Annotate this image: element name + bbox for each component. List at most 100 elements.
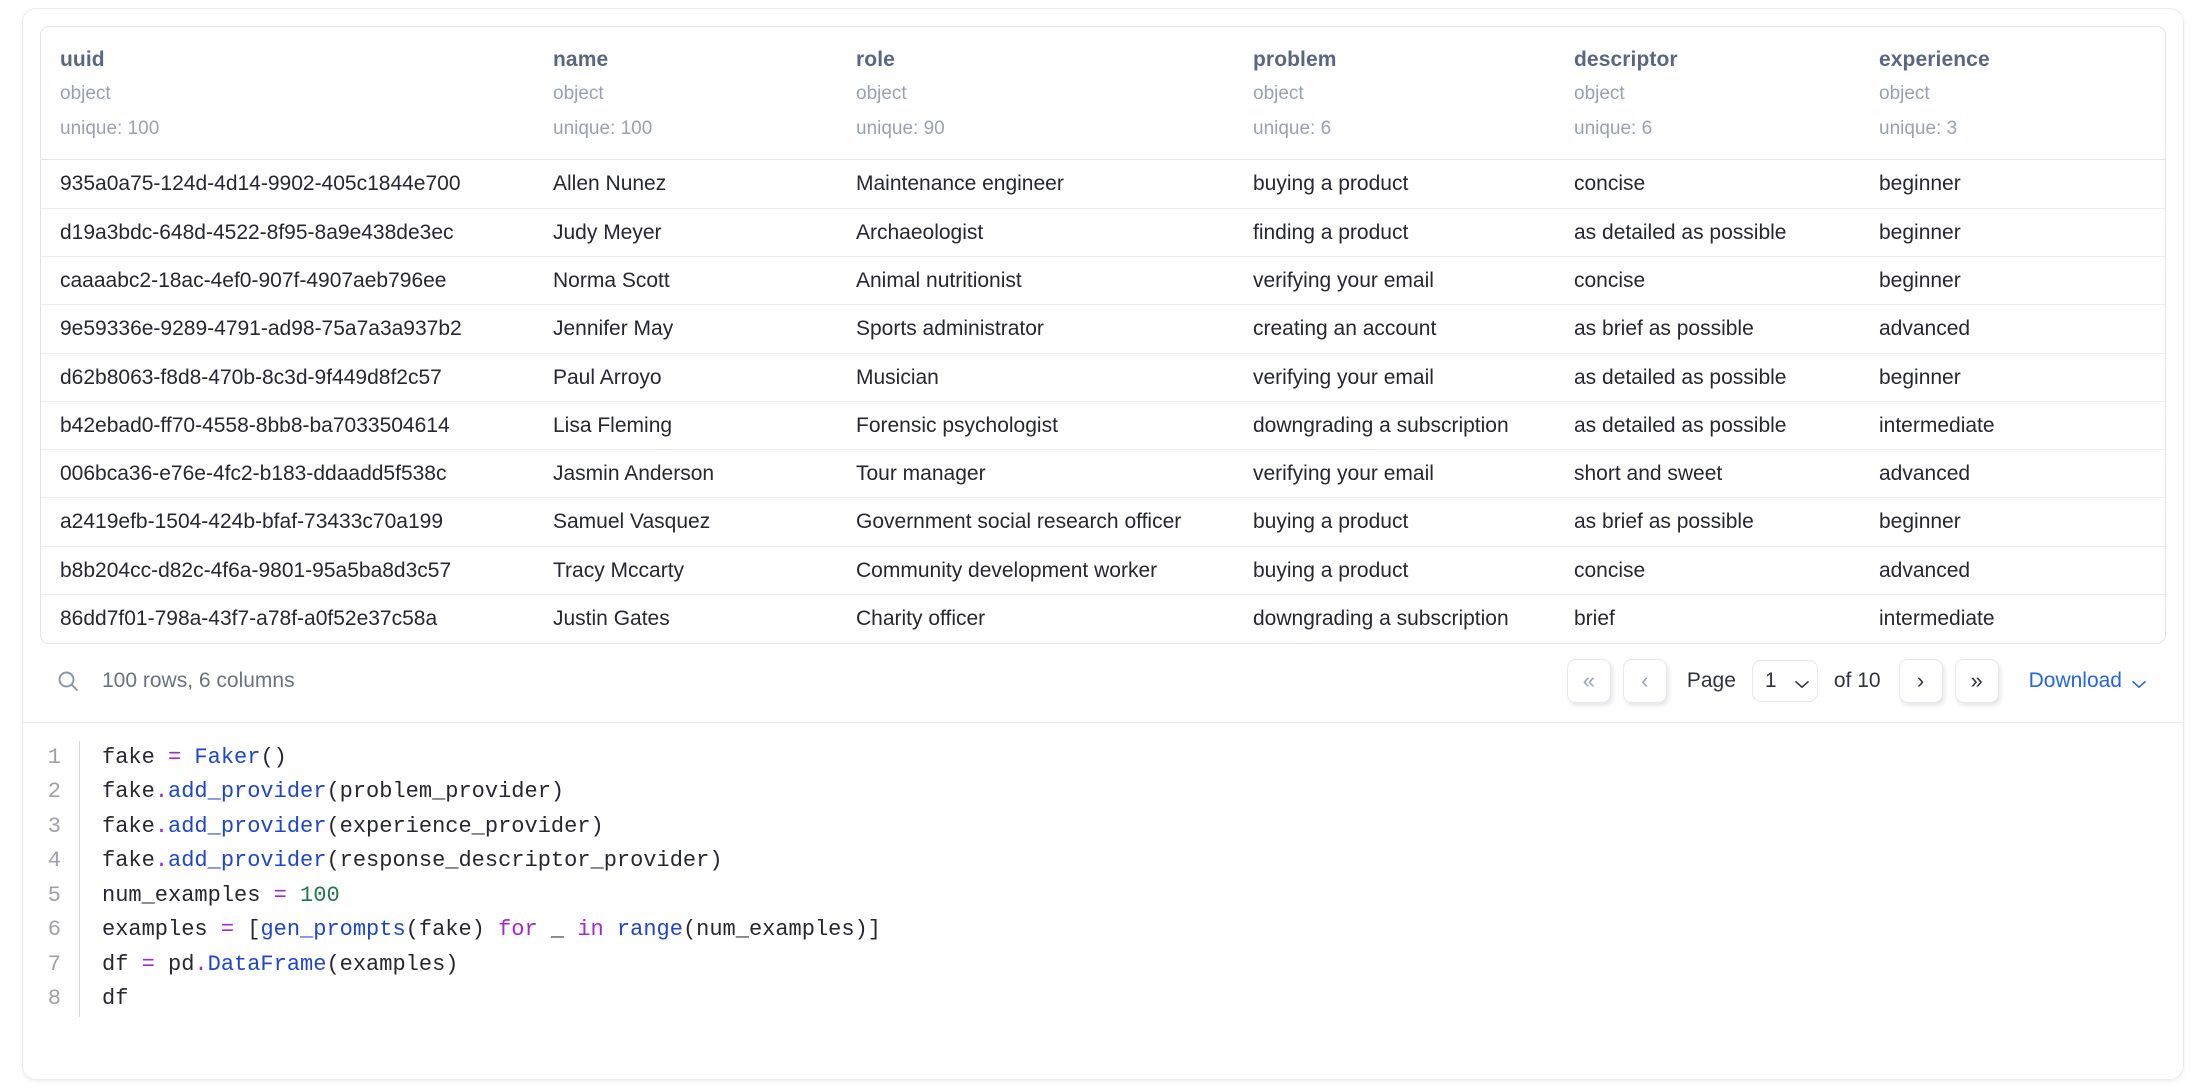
cell-uuid: caaaabc2-18ac-4ef0-907f-4907aeb796ee bbox=[41, 256, 534, 306]
code-token: num_examples bbox=[102, 882, 274, 908]
cell-uuid: 9e59336e-9289-4791-ad98-75a7a3a937b2 bbox=[41, 304, 534, 354]
cell-uuid: 006bca36-e76e-4fc2-b183-ddaadd5f538c bbox=[41, 449, 534, 499]
dataframe-footer: 100 rows, 6 columns « ‹ Page 1 bbox=[40, 644, 2166, 718]
cell-role: Forensic psychologist bbox=[837, 401, 1234, 451]
cell-problem: buying a product bbox=[1234, 497, 1555, 547]
column-unique-count: unique: 100 bbox=[60, 117, 160, 139]
code-token: _ bbox=[537, 917, 578, 943]
cell-experience: intermediate bbox=[1879, 607, 1995, 631]
code-token: = bbox=[141, 951, 155, 977]
cell-experience: advanced bbox=[1860, 449, 2165, 499]
code-token: fake bbox=[102, 813, 155, 839]
last-page-button[interactable]: » bbox=[1954, 658, 1999, 703]
chevron-right-icon: › bbox=[1916, 667, 1925, 693]
cell-problem: buying a product bbox=[1234, 159, 1555, 209]
code-token: (problem_provider) bbox=[326, 779, 565, 805]
code-token: = bbox=[220, 917, 235, 943]
column-type: object bbox=[1253, 83, 1304, 105]
code-token: examples bbox=[102, 917, 221, 943]
cell-experience: advanced bbox=[1860, 304, 2165, 354]
cell-name: Lisa Fleming bbox=[534, 401, 837, 451]
code-token: [ bbox=[234, 917, 261, 943]
column-type: object bbox=[553, 83, 604, 105]
cell-uuid: d62b8063-f8d8-470b-8c3d-9f449d8f2c57 bbox=[41, 353, 534, 402]
code-token bbox=[604, 917, 617, 942]
code-line-text: df = pd.DataFrame(examples) bbox=[79, 947, 2183, 983]
cell-name: Samuel Vasquez bbox=[534, 497, 837, 547]
code-token: (fake) bbox=[405, 917, 499, 943]
cell-descriptor: as brief as possible bbox=[1555, 497, 1860, 547]
cell-name: Paul Arroyo bbox=[534, 353, 837, 402]
download-button[interactable]: Download bbox=[2029, 669, 2146, 693]
cell-role: Maintenance engineer bbox=[837, 159, 1234, 209]
cell-problem: verifying your email bbox=[1234, 256, 1555, 306]
cell-experience: beginner bbox=[1860, 256, 2165, 306]
code-token: for bbox=[498, 917, 538, 943]
column-name: problem bbox=[1253, 48, 1337, 71]
next-page-button[interactable]: › bbox=[1898, 658, 1943, 703]
column-type: object bbox=[60, 83, 111, 105]
cell-uuid: 935a0a75-124d-4d14-9902-405c1844e700 bbox=[41, 159, 534, 209]
first-page-button[interactable]: « bbox=[1566, 658, 1611, 703]
cell-role: Community development worker bbox=[837, 546, 1234, 596]
cell-role: Musician bbox=[837, 353, 1234, 402]
cell-descriptor: concise bbox=[1555, 256, 1860, 306]
chevron-left-icon: ‹ bbox=[1641, 667, 1649, 693]
code-line-text: fake.add_provider(problem_provider) bbox=[79, 775, 2183, 810]
code-token: . bbox=[154, 779, 169, 805]
cell-descriptor: short and sweet bbox=[1555, 449, 1860, 499]
code-token bbox=[287, 883, 300, 908]
pagination-controls: « ‹ Page 1 of 10 › bbox=[1566, 658, 2162, 703]
cell-problem: finding a product bbox=[1234, 208, 1555, 257]
cell-uuid: a2419efb-1504-424b-bfaf-73433c70a199 bbox=[41, 497, 534, 547]
code-token: (response_descriptor_provider) bbox=[326, 848, 723, 874]
code-token: . bbox=[194, 951, 208, 977]
code-token: add_provider bbox=[168, 848, 327, 874]
code-token: fake bbox=[102, 744, 169, 770]
double-chevron-right-icon: » bbox=[1970, 667, 1983, 693]
code-token: df bbox=[102, 951, 142, 977]
code-token: = bbox=[168, 744, 182, 770]
line-number: 8 bbox=[47, 986, 61, 1012]
line-number: 4 bbox=[47, 848, 61, 874]
cell-role: Sports administrator bbox=[837, 304, 1234, 354]
cell-descriptor: as detailed as possible bbox=[1555, 208, 1860, 257]
chevron-down-icon bbox=[2132, 676, 2146, 689]
code-token bbox=[181, 745, 194, 770]
page-number-value: 1 bbox=[1764, 668, 1777, 692]
previous-page-button[interactable]: ‹ bbox=[1622, 658, 1667, 703]
page-number-select[interactable]: 1 bbox=[1751, 659, 1818, 702]
search-icon[interactable] bbox=[56, 669, 80, 693]
code-token: (num_examples)] bbox=[682, 917, 881, 943]
row-count-label: 100 rows, 6 columns bbox=[102, 668, 295, 692]
cell-descriptor: concise bbox=[1555, 546, 1860, 596]
cell-role: Archaeologist bbox=[837, 208, 1234, 257]
cell-name: Allen Nunez bbox=[534, 159, 837, 209]
cell-uuid: d19a3bdc-648d-4522-8f95-8a9e438de3ec bbox=[41, 208, 534, 257]
line-number: 6 bbox=[47, 917, 61, 943]
